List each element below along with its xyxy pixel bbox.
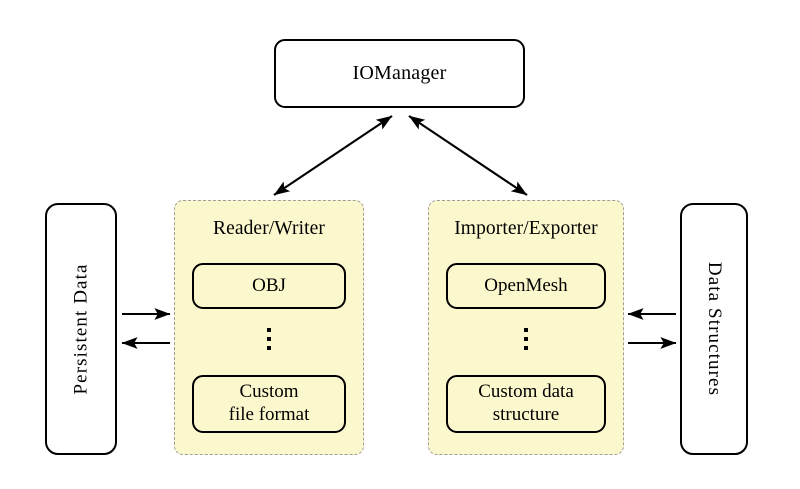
- data-structures-label: Data Structures: [704, 261, 725, 397]
- item-custom-file-format: Custom file format: [192, 375, 346, 433]
- iomanager-label: IOManager: [352, 61, 447, 84]
- arrow-manager-readerwriter: [273, 115, 393, 196]
- item-obj-label: OBJ: [252, 274, 286, 296]
- item-openmesh-label: OpenMesh: [484, 274, 568, 296]
- panel-reader-writer: Reader/Writer OBJ Custom file format: [174, 200, 364, 455]
- node-iomanager: IOManager: [274, 39, 525, 108]
- panel-reader-writer-title: Reader/Writer: [212, 218, 326, 239]
- node-persistent-data: Persistent Data: [45, 203, 117, 455]
- item-custom-file-format-label: Custom file format: [228, 381, 310, 425]
- item-custom-data-structure-label: Custom data structure: [478, 381, 574, 425]
- panel-importer-exporter: Importer/Exporter OpenMesh Custom data s…: [428, 200, 624, 455]
- panel-importer-exporter-title: Importer/Exporter: [454, 218, 598, 239]
- item-obj: OBJ: [192, 263, 346, 309]
- persistent-data-label: Persistent Data: [70, 263, 92, 395]
- ellipsis-reader-writer: [175, 323, 363, 350]
- item-openmesh: OpenMesh: [446, 263, 606, 309]
- ellipsis-importer-exporter: [429, 323, 623, 350]
- item-custom-data-structure: Custom data structure: [446, 375, 606, 433]
- arrow-manager-importerexporter: [408, 115, 528, 196]
- node-data-structures: Data Structures: [680, 203, 748, 455]
